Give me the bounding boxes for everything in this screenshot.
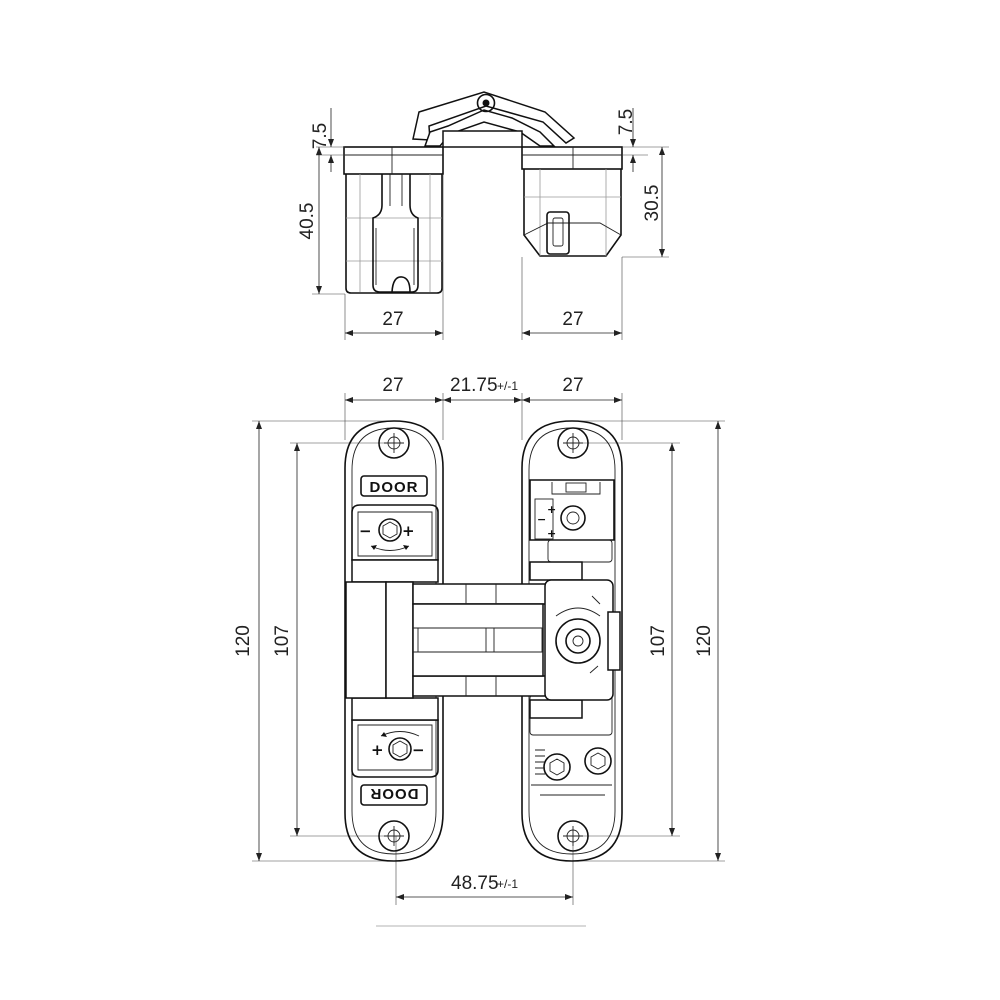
dim-label-front-bottom: 48.75: [451, 873, 499, 894]
dim-label-front-right-holes: 107: [648, 625, 669, 657]
front-center-linkage: [345, 559, 621, 721]
screw-hole-bottom-right: [557, 820, 589, 852]
top-view-right-body: [521, 146, 623, 257]
dim-top-left-40-5: 40.5: [297, 147, 345, 295]
dim-top-left-27: 27: [344, 174, 444, 340]
adjust-screw-lower-left[interactable]: [543, 753, 571, 781]
adjust-screw-upper-right[interactable]: [560, 505, 586, 531]
dim-label-top-left-width: 27: [382, 309, 403, 330]
dim-label-top-right-small: 7.5: [616, 109, 637, 135]
dim-front-left: 120 107: [233, 420, 398, 862]
front-left-leaf: DOOR DOOR − + + −: [344, 420, 444, 862]
top-view: 7.5 40.5 27 7.5: [297, 91, 669, 340]
dim-label-top-right-width: 27: [562, 309, 583, 330]
plus-symbol-top: +: [402, 522, 415, 540]
minus-symbol-bottom: −: [412, 741, 425, 759]
top-view-left-body: [343, 146, 444, 294]
dim-front-bottom: 48.75 +/-1: [376, 836, 586, 927]
dim-label-front-bottom-tol: +/-1: [497, 877, 518, 891]
dim-label-top-left-total: 40.5: [297, 203, 318, 240]
door-label-bottom: DOOR: [370, 785, 419, 802]
plus-symbol-bottom: +: [371, 741, 384, 759]
pivot-adjust-screw[interactable]: [555, 618, 601, 664]
dim-top-right-27: 27: [521, 257, 623, 340]
front-right-leaf: + − +: [521, 420, 623, 862]
adjust-screw-lower-right[interactable]: [584, 747, 612, 775]
dim-label-front-gap-tol: +/-1: [497, 379, 518, 393]
dim-front-top: 27 21.75 +/-1 27: [344, 375, 623, 440]
dim-label-top-left-small: 7.5: [310, 123, 331, 149]
top-view-linkage: [412, 91, 576, 148]
screw-hole-top-right: [557, 427, 589, 459]
dim-front-right: 107 120: [575, 420, 725, 862]
plus-symbol-right-a: +: [547, 503, 556, 516]
dim-label-front-left-total: 120: [233, 625, 254, 657]
minus-symbol-top: −: [359, 522, 372, 540]
front-view: 27 21.75 +/-1 27 120 107: [233, 375, 725, 927]
dim-label-top-right-total: 30.5: [642, 185, 663, 222]
dim-label-front-gap: 21.75: [450, 375, 498, 396]
dim-label-front-left-width: 27: [382, 375, 403, 396]
dim-label-front-left-holes: 107: [272, 625, 293, 657]
screw-hole-bottom-left: [378, 820, 410, 852]
door-label-top: DOOR: [370, 479, 419, 496]
dim-top-left-7-5: 7.5: [310, 108, 345, 172]
dim-label-front-right-width: 27: [562, 375, 583, 396]
dim-top-right-30-5: 30.5: [622, 147, 669, 258]
dim-label-front-right-total: 120: [694, 625, 715, 657]
screw-hole-top-left: [378, 427, 410, 459]
dim-top-right-7-5: 7.5: [616, 108, 669, 172]
minus-symbol-right-a: −: [537, 513, 546, 526]
plus-symbol-right-b: +: [547, 527, 556, 540]
